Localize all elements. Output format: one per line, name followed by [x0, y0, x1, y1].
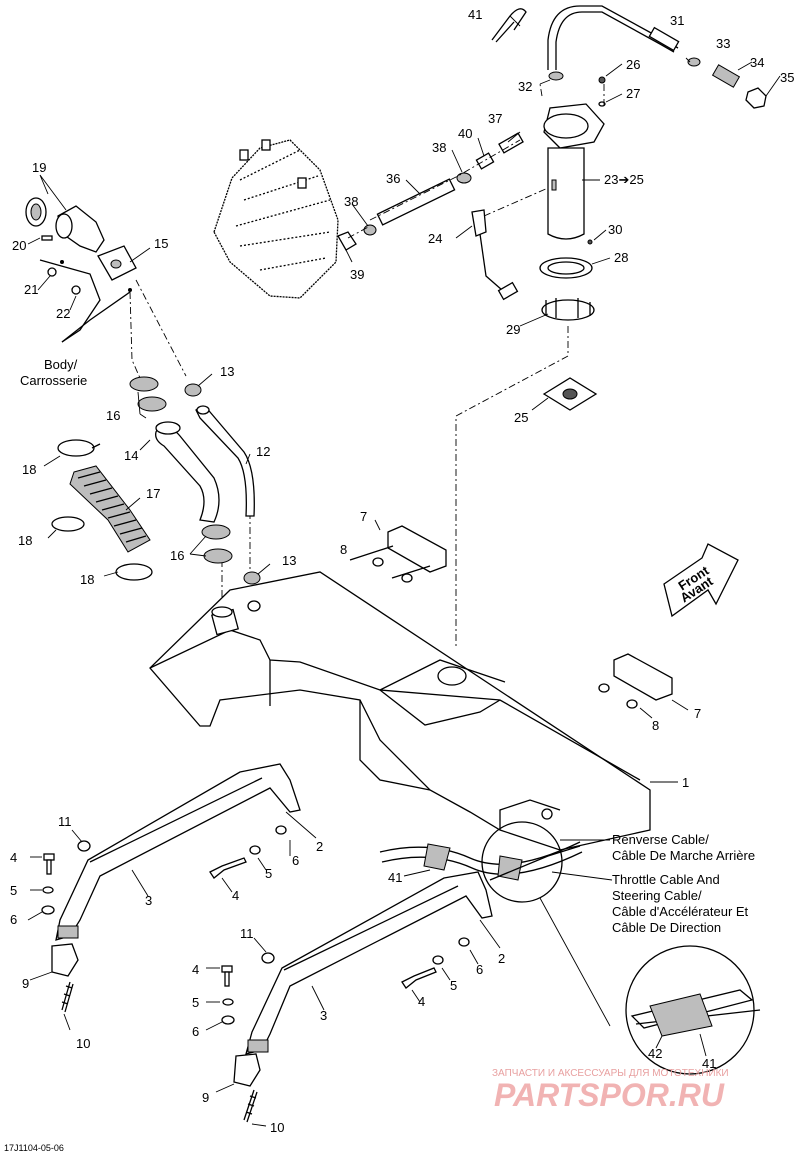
callout-4: 4: [418, 994, 425, 1009]
callout-5: 5: [450, 978, 457, 993]
callout-30: 30: [608, 222, 622, 237]
callout-11: 11: [58, 814, 72, 829]
callout-18: 18: [80, 572, 94, 587]
callout-36: 36: [386, 171, 400, 186]
callout-22: 22: [56, 306, 70, 321]
callout-2: 2: [316, 839, 323, 854]
callout-numbers: 1 2 2 3 3 4 4 4 4 5 5 5 5 6 6 6 6 7 7 8 …: [10, 7, 794, 1135]
callout-21: 21: [24, 282, 38, 297]
callout-41: 41: [702, 1056, 716, 1071]
callout-26: 26: [626, 57, 640, 72]
callout-2: 2: [498, 951, 505, 966]
callout-4: 4: [192, 962, 199, 977]
callout-28: 28: [614, 250, 628, 265]
drawing-code: 17J1104-05-06: [4, 1143, 64, 1153]
callout-38: 38: [344, 194, 358, 209]
front-arrow: [663, 543, 739, 618]
hardware-left: [27, 825, 291, 1031]
filler-neck: [25, 174, 151, 343]
callout-7: 7: [360, 509, 367, 524]
callout-1: 1: [682, 775, 689, 790]
callout-33: 33: [716, 36, 730, 51]
callout-5: 5: [10, 883, 17, 898]
callout-12: 12: [256, 444, 270, 459]
bracket-lower: [598, 653, 689, 719]
reverse-cable-en: Renverse Cable/: [612, 832, 709, 847]
callout-11: 11: [240, 926, 254, 941]
callout-6: 6: [10, 912, 17, 927]
bracket-upper: [349, 519, 447, 583]
callout-34: 34: [750, 55, 764, 70]
callout-5: 5: [265, 866, 272, 881]
throttle-cable-line3: Câble d'Accélérateur Et: [612, 904, 749, 919]
callout-8: 8: [340, 542, 347, 557]
strap-right: [245, 871, 501, 1055]
callout-14: 14: [124, 448, 138, 463]
strap-left: [55, 763, 317, 941]
body-label-fr: Carrosserie: [20, 373, 87, 388]
centerline: [129, 291, 141, 379]
callout-17: 17: [146, 486, 160, 501]
callout-3: 3: [320, 1008, 327, 1023]
callout-6: 6: [192, 1024, 199, 1039]
callout-29: 29: [506, 322, 520, 337]
vent-hose: [43, 439, 153, 581]
callout-6: 6: [292, 853, 299, 868]
callout-41: 41: [468, 7, 482, 22]
callout-4: 4: [10, 850, 17, 865]
callout-4: 4: [232, 888, 239, 903]
hardware-right: [205, 937, 479, 1127]
callout-18: 18: [18, 533, 32, 548]
callout-27: 27: [626, 86, 640, 101]
callout-16: 16: [106, 408, 120, 423]
cables: [379, 821, 761, 1075]
callout-25: 25: [514, 410, 528, 425]
callout-9: 9: [22, 976, 29, 991]
callout-31: 31: [670, 13, 684, 28]
callout-19: 19: [32, 160, 46, 175]
callout-13: 13: [220, 364, 234, 379]
callout-37: 37: [488, 111, 502, 126]
callout-35: 35: [780, 70, 794, 85]
callout-42: 42: [648, 1046, 662, 1061]
watermark-logo: PARTSPOR.RU: [494, 1077, 725, 1113]
callout-20: 20: [12, 238, 26, 253]
throttle-cable-line4: Câble De Direction: [612, 920, 721, 935]
throttle-cable-line1: Throttle Cable And: [612, 872, 720, 887]
callout-23-25: 23➔25: [604, 172, 644, 187]
callout-6: 6: [476, 962, 483, 977]
callout-41: 41: [388, 870, 402, 885]
throttle-cable-line2: Steering Cable/: [612, 888, 702, 903]
callout-8: 8: [652, 718, 659, 733]
callout-18: 18: [22, 462, 36, 477]
callout-9: 9: [202, 1090, 209, 1105]
callout-16: 16: [170, 548, 184, 563]
hoses: [129, 373, 271, 585]
callout-24: 24: [428, 231, 442, 246]
callout-15: 15: [154, 236, 168, 251]
callout-10: 10: [76, 1036, 90, 1051]
callout-38: 38: [432, 140, 446, 155]
callout-32: 32: [518, 79, 532, 94]
callout-40: 40: [458, 126, 472, 141]
callout-10: 10: [270, 1120, 284, 1135]
fuel-pump: [337, 5, 781, 648]
body-label-en: Body/: [44, 357, 78, 372]
centerline: [135, 279, 187, 377]
watermark-tagline: ЗАПЧАСТИ И АКСЕССУАРЫ ДЛЯ МОТОТЕХНИКИ: [492, 1068, 729, 1079]
callout-13: 13: [282, 553, 296, 568]
engine-reference: [213, 139, 339, 299]
callout-39: 39: [350, 267, 364, 282]
fuel-tank: [149, 571, 678, 851]
callout-5: 5: [192, 995, 199, 1010]
reverse-cable-fr: Câble De Marche Arrière: [612, 848, 755, 863]
cable-tie: [491, 8, 527, 43]
callout-7: 7: [694, 706, 701, 721]
callout-3: 3: [145, 893, 152, 908]
